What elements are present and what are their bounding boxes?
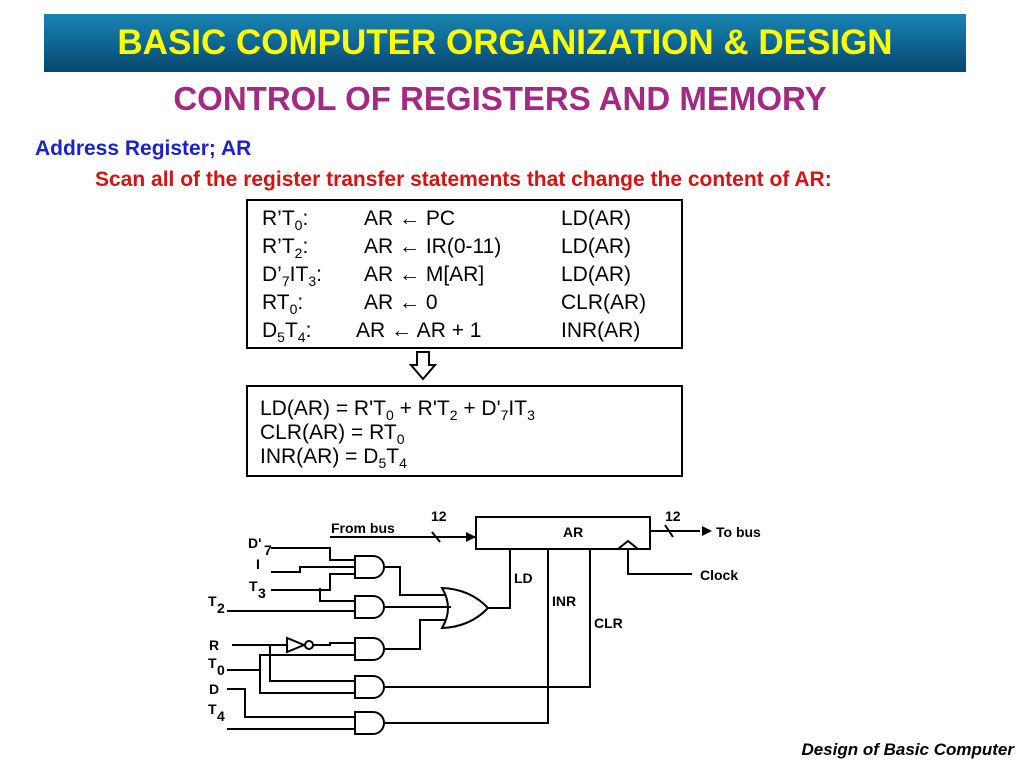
transfer-control: CLR(AR) [561,291,647,314]
transfer-control: LD(AR) [561,207,632,230]
inr-equation: INR(AR) = D5T4 [260,445,407,471]
clock-triangle-icon [617,539,639,550]
transfer-condition: R’T0: [262,207,309,233]
input-label-t2-sub: 2 [217,600,225,616]
clr-equation: CLR(AR) = RT0 [260,421,405,447]
transfer-control: LD(AR) [561,263,632,286]
and-output-wire [384,566,446,596]
bus-width-out-label: 12 [665,508,681,524]
ar-register-label: AR [563,524,583,540]
slide-title: BASIC COMPUTER ORGANIZATION & DESIGN [117,23,893,62]
transfer-condition: D’7IT3: [262,263,322,289]
instruction-text: Scan all of the register transfer statem… [95,168,832,191]
arrowhead-icon [466,532,476,542]
transfer-control: LD(AR) [561,235,632,258]
transfer-condition: D5T4: [262,319,312,345]
clock-wire [627,549,692,575]
equations-box: LD(AR) = R'T0 + R'T2 + D'7IT3 CLR(AR) = … [246,385,683,477]
arrowhead-icon [702,526,712,536]
input-label-t4-sub: 4 [217,708,225,724]
input-label-t3: T [249,578,258,594]
input-label-t4: T [208,701,217,717]
input-label-t3-sub: 3 [258,585,266,601]
section-heading: Address Register; AR [35,137,252,160]
input-label-d7: D' [248,535,261,551]
input-wire-d7 [271,547,355,561]
transfer-operation: AR ← IR(0-11) [364,235,502,258]
input-wire-d [227,688,355,718]
inverter-gate [286,636,307,654]
ld-equation: LD(AR) = R'T0 + R'T2 + D'7IT3 [260,397,535,423]
transfer-operation: AR ← 0 [364,291,438,314]
transfer-condition: R’T2: [262,235,309,261]
transfer-operation: AR ← AR + 1 [356,319,482,342]
ld-label: LD [514,570,533,586]
down-arrow-icon [409,351,437,381]
clock-label: Clock [700,567,738,583]
inr-label: INR [552,593,576,609]
and-gate [354,711,385,735]
transfer-statements-box: R’T0: AR ← PC LD(AR) R’T2: AR ← IR(0-11)… [246,199,683,349]
input-label-d: D [209,681,219,697]
from-bus-label: From bus [331,520,395,536]
and-gate [354,675,385,699]
input-label-t0-sub: 0 [217,662,225,678]
input-wire-i [271,566,355,573]
to-bus-label: To bus [716,524,761,540]
and-gate [354,595,385,619]
input-label-i: I [256,556,260,572]
input-label-d7-sub: 7 [264,542,272,558]
input-label-t2: T [208,593,217,609]
transfer-control: INR(AR) [561,319,641,342]
clr-label: CLR [594,615,623,631]
bus-width-in-label: 12 [431,508,447,524]
clr-wire [384,549,591,688]
input-wire-t0 [227,654,355,671]
title-banner: BASIC COMPUTER ORGANIZATION & DESIGN [44,14,966,72]
inr-wire [384,549,549,724]
and-gate [354,555,385,579]
and-output-wire [384,619,446,650]
transfer-condition: RT0: [262,291,304,317]
input-wire-t3 [271,573,355,591]
and-gate [354,637,385,661]
ld-wire [488,549,511,609]
ar-register-box [475,516,651,550]
input-label-t0: T [208,655,217,671]
footer-caption: Design of Basic Computer [801,740,1014,759]
transfer-operation: AR ← PC [364,207,456,230]
slide-subtitle: CONTROL OF REGISTERS AND MEMORY [173,80,827,117]
input-label-r: R [209,637,219,653]
transfer-operation: AR ← M[AR] [364,263,485,286]
